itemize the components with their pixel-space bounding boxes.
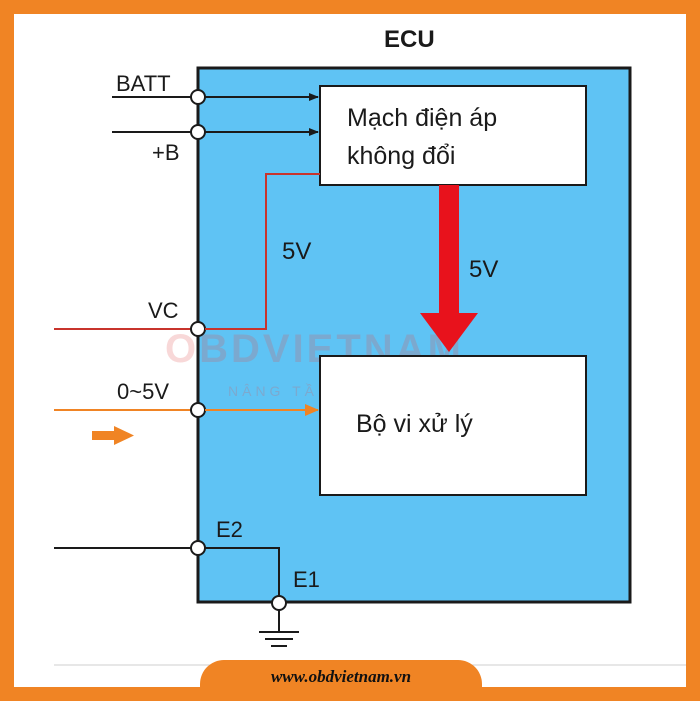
e2-label: E2 — [216, 517, 243, 542]
vc-internal-wire — [205, 173, 320, 330]
supply-voltage-label: 5V — [469, 256, 498, 283]
constant-voltage-circuit-block — [319, 85, 587, 186]
footer-url[interactable]: www.obdvietnam.vn — [270, 667, 412, 686]
e1-terminal — [271, 595, 287, 611]
vc-label: VC — [148, 298, 179, 323]
signal-terminal — [190, 402, 206, 418]
batt-terminal — [190, 89, 206, 105]
batt-label: BATT — [116, 71, 171, 96]
ecu-title: ECU — [384, 26, 435, 53]
microprocessor-block — [319, 355, 587, 496]
vc-voltage-label: 5V — [282, 238, 311, 265]
vc-terminal — [190, 321, 206, 337]
plus-b-label: +B — [152, 140, 180, 165]
signal-label: 0~5V — [117, 379, 169, 404]
ground-icon — [259, 610, 299, 647]
e2-terminal — [190, 540, 206, 556]
e2-to-e1-wire — [205, 547, 280, 596]
supply-5v-arrow — [420, 185, 478, 352]
regulator-label-line2: không đổi — [347, 142, 455, 170]
e1-label: E1 — [293, 567, 320, 592]
plus-b-terminal — [190, 124, 206, 140]
signal-direction-arrow-icon — [92, 426, 134, 445]
regulator-label-line1: Mạch điện áp — [347, 104, 497, 132]
microprocessor-label: Bộ vi xử lý — [356, 410, 473, 438]
footer-banner — [200, 660, 482, 701]
